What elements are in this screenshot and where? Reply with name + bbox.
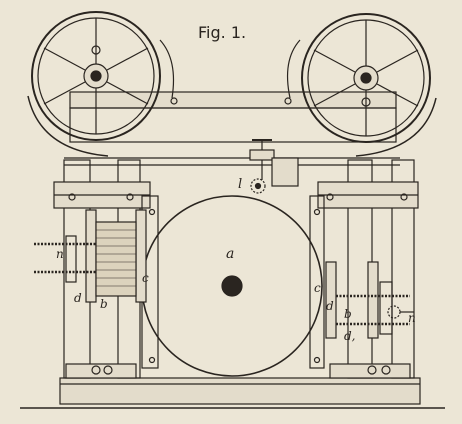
label-n-left: n <box>56 247 64 261</box>
left-frame <box>53 159 151 379</box>
upper-crossbeam <box>64 91 400 166</box>
label-d1-right: d, <box>344 329 356 343</box>
central-drum <box>141 195 325 377</box>
label-d-right: d <box>326 299 334 313</box>
label-c-left: c <box>142 271 149 285</box>
label-b-right: b <box>344 307 352 321</box>
right-pulley-wheel <box>287 13 437 157</box>
left-pulley-wheel <box>27 11 175 157</box>
tension-screw <box>249 139 299 194</box>
left-spool <box>34 209 147 303</box>
label-l: l <box>238 177 242 192</box>
label-d-left: d <box>74 291 82 305</box>
figure-title: Fig. 1. <box>198 23 246 42</box>
label-n-right: n <box>408 311 416 325</box>
base-plate <box>59 377 421 405</box>
label-a: a <box>226 246 234 262</box>
label-b-left: b <box>100 297 108 311</box>
right-spool <box>325 261 414 339</box>
right-frame <box>317 159 419 379</box>
label-c-right: c <box>314 281 321 295</box>
